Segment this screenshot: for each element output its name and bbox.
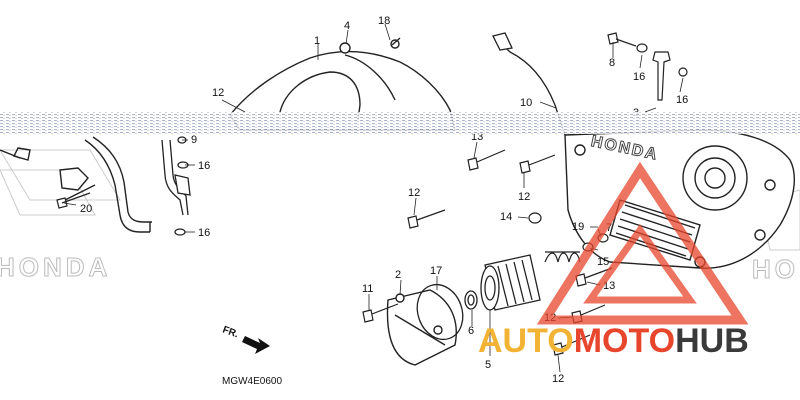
honda-logo-right: HONDA bbox=[752, 254, 800, 284]
watermark-hub: HUB bbox=[675, 322, 749, 360]
washer-14 bbox=[528, 212, 542, 224]
honda-wing-left bbox=[0, 149, 121, 216]
callout-12-mid: 12 bbox=[518, 191, 530, 203]
front-label: FR. bbox=[221, 324, 240, 340]
oil-filter-cover-2 bbox=[386, 289, 457, 366]
bracket-tube bbox=[161, 136, 191, 236]
callout-18: 18 bbox=[378, 15, 390, 27]
callout-8: 8 bbox=[609, 57, 615, 69]
callout-16-top: 16 bbox=[633, 71, 645, 83]
callout-12-top: 12 bbox=[212, 87, 224, 99]
leader-lines bbox=[63, 23, 684, 373]
callout-6: 6 bbox=[468, 325, 474, 337]
front-arrow-icon bbox=[242, 336, 270, 354]
breather-hose-assembly bbox=[0, 136, 152, 233]
bolt-13-upper bbox=[467, 149, 506, 171]
callout-16-low: 16 bbox=[198, 227, 210, 239]
honda-logo-left: HONDA bbox=[0, 252, 111, 282]
callout-1: 1 bbox=[314, 35, 320, 47]
front-direction-indicator: FR. bbox=[221, 324, 270, 354]
callout-7: 7 bbox=[606, 222, 612, 234]
bolt-13-lower bbox=[575, 267, 613, 287]
bolt-11 bbox=[362, 303, 399, 323]
callout-14: 14 bbox=[500, 211, 512, 223]
bolt-12-lower-b bbox=[552, 334, 591, 356]
callout-17: 17 bbox=[430, 265, 442, 277]
scan-artifact-band bbox=[0, 112, 800, 134]
spring-7 bbox=[544, 251, 581, 263]
callout-4: 4 bbox=[344, 20, 350, 32]
watermark-auto: AUTO bbox=[478, 322, 574, 360]
callout-19: 19 bbox=[572, 221, 584, 233]
callout-16-right: 16 bbox=[676, 94, 688, 106]
callout-10: 10 bbox=[520, 97, 532, 109]
watermark-triangle-icon bbox=[536, 161, 749, 325]
bolt-8-assembly bbox=[607, 32, 688, 101]
callout-11: 11 bbox=[362, 283, 373, 295]
crankcase-cover-1 bbox=[229, 37, 456, 131]
diagram-code: MGW4E0600 bbox=[222, 376, 282, 387]
callout-12-left: 12 bbox=[408, 187, 420, 199]
watermark-logo: AUTOMOTOHUB bbox=[478, 322, 749, 360]
o-ring-6 bbox=[464, 290, 478, 310]
callout-2: 2 bbox=[395, 269, 401, 281]
oil-pressure-wire bbox=[492, 32, 566, 136]
callout-9: 9 bbox=[191, 134, 197, 146]
right-crankcase-cover bbox=[564, 129, 795, 269]
o-ring-17 bbox=[416, 283, 464, 341]
bolt-12-mid bbox=[519, 154, 556, 174]
callout-16-mid: 16 bbox=[198, 160, 210, 172]
oil-filter-5 bbox=[480, 254, 541, 311]
bolt-12-upper bbox=[407, 209, 446, 229]
callout-5: 5 bbox=[485, 359, 491, 371]
watermark-moto: MOTO bbox=[574, 322, 675, 360]
callout-12-bottom: 12 bbox=[552, 373, 564, 385]
callout-20: 20 bbox=[80, 203, 92, 215]
callout-15: 15 bbox=[597, 256, 609, 268]
bolt-20 bbox=[56, 192, 91, 209]
